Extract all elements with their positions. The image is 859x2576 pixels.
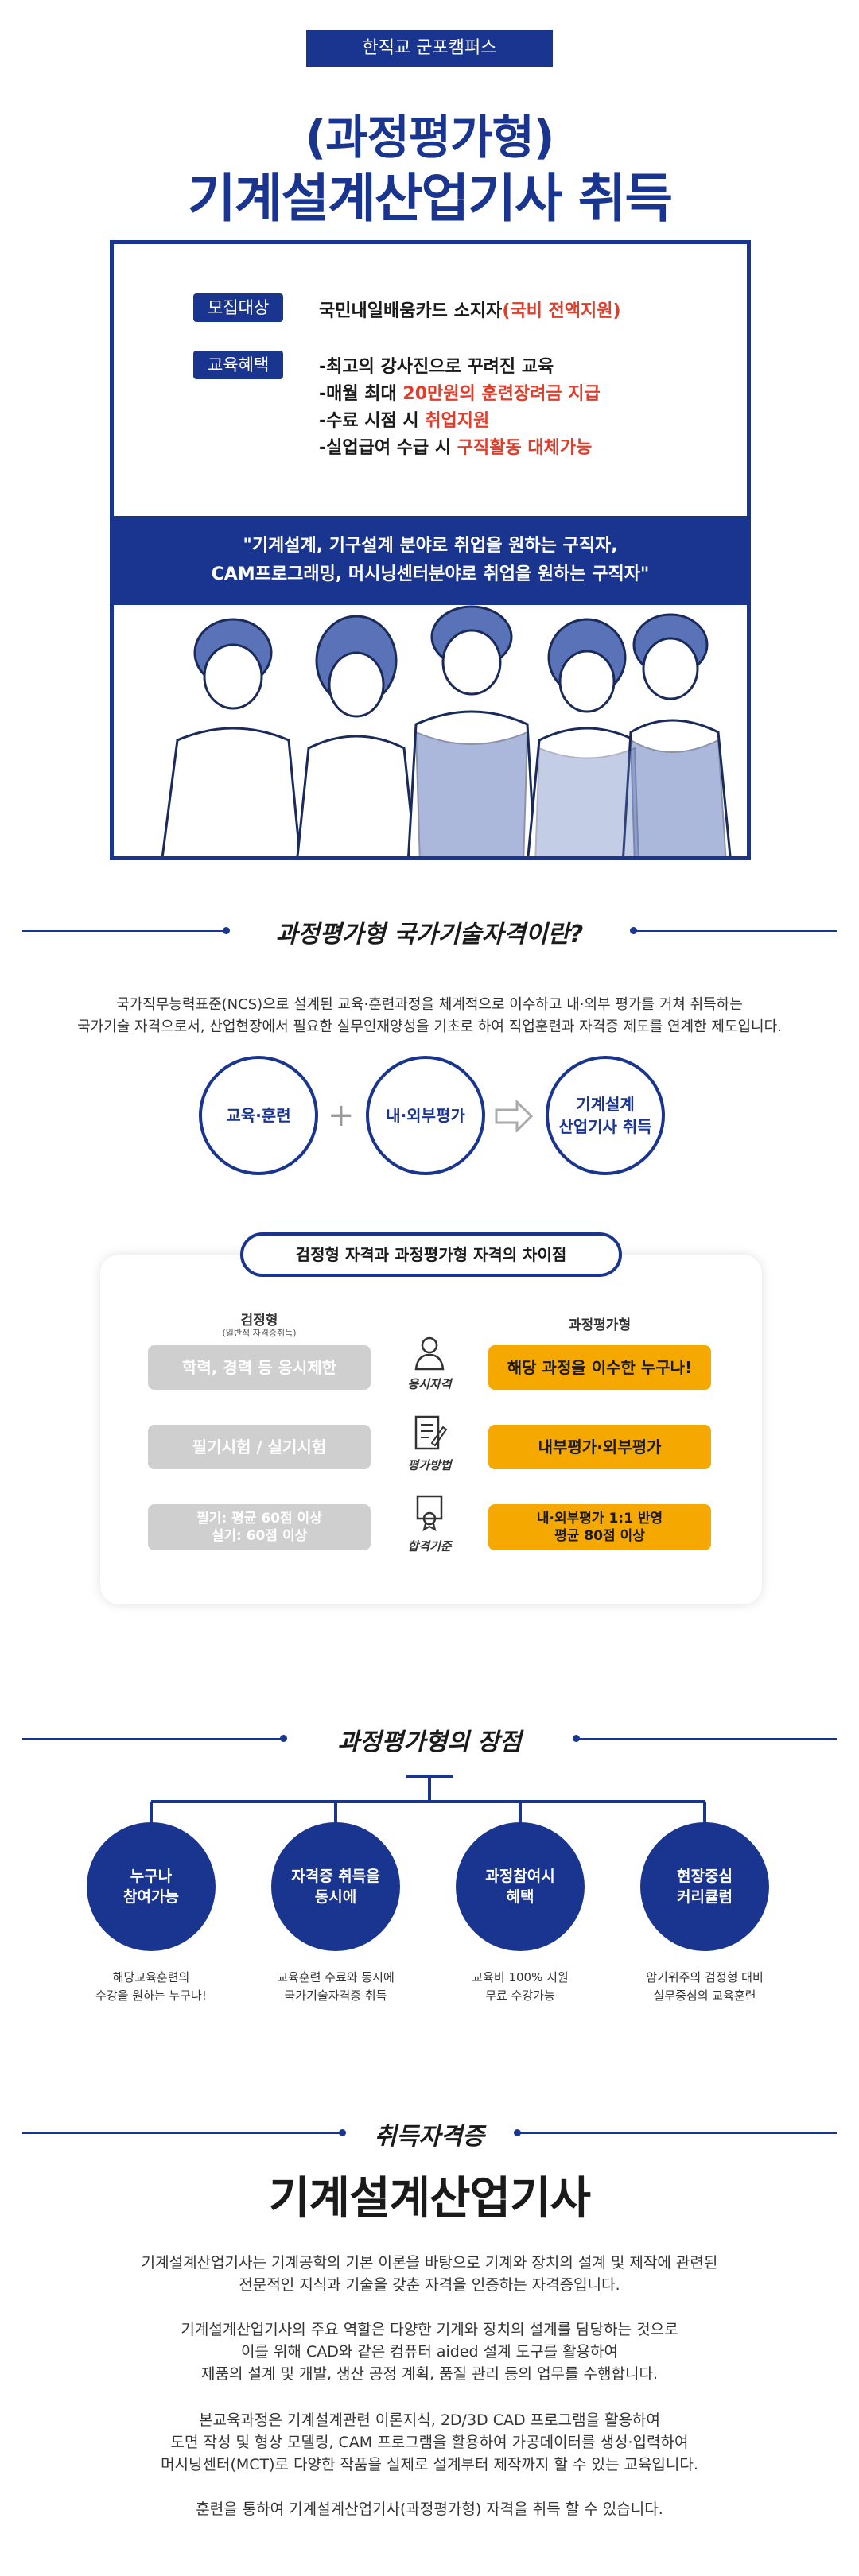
- students-illustration: [161, 605, 732, 856]
- band-line2: CAM프로그래밍, 머시닝센터분야로 취업을 원하는 구직자": [211, 564, 650, 584]
- certificate-paragraph: 기계설계산업기사의 주요 역할은 다양한 기계와 장치의 설계를 담당하는 것으…: [181, 2321, 678, 2383]
- page-title-line2: 기계설계산업기사 취득: [187, 168, 673, 229]
- benefit-highlight: 취업지원: [425, 411, 490, 431]
- flow-step-education: 교육·훈련: [199, 1056, 318, 1175]
- advantage-circle: 현장중심 커리큘럼: [640, 1822, 769, 1951]
- benefit-item: -수료 시점 시 취업지원: [319, 406, 489, 432]
- section-title-advantages: 과정평가형의 장점: [337, 1728, 522, 1756]
- benefit-item: -매월 최대 20만원의 훈련장려금 지급: [319, 379, 601, 405]
- advantage-desc: 해당교육훈련의 수강을 원하는 누구나!: [95, 1970, 207, 2003]
- target-highlight: (국비 전액지원): [502, 301, 621, 321]
- certificate-icon: [416, 1495, 443, 1531]
- compare-row-label: 평가방법: [407, 1458, 452, 1472]
- page-title-line1: (과정평가형): [305, 111, 555, 165]
- compare-row-label: 응시자격: [407, 1377, 452, 1391]
- benefit-text: -최고의 강사진으로 꾸려진 교육: [319, 357, 554, 377]
- compare-left-cell: 학력, 경력 등 응시제한: [148, 1345, 371, 1390]
- certificate-paragraph: 본교육과정은 기계설계관련 이론지식, 2D/3D CAD 프로그램을 활용하여…: [161, 2411, 698, 2473]
- certificate-paragraph: 훈련을 통하여 기계설계산업기사(과정평가형) 자격을 취득 할 수 있습니다.: [196, 2500, 663, 2518]
- document-pen-icon: [414, 1415, 448, 1450]
- compare-right-cell: 내·외부평가 1:1 반영 평균 80점 이상: [488, 1504, 711, 1550]
- certificate-name: 기계설계산업기사: [268, 2173, 591, 2225]
- section-divider-left: [22, 930, 227, 932]
- benefit-label: 교육혜택: [193, 351, 284, 379]
- target-label: 모집대상: [193, 293, 284, 322]
- advantage-circle: 과정참여시 혜택: [456, 1822, 585, 1951]
- flow-step-evaluation: 내·외부평가: [366, 1056, 485, 1175]
- section1-description: 국가직무능력표준(NCS)으로 설계된 교육·훈련과정을 체계적으로 이수하고 …: [16, 994, 843, 1038]
- benefit-text: -실업급여 수급 시: [319, 438, 457, 458]
- target-audience-band: "기계설계, 기구설계 분야로 취업을 원하는 구직자, CAM프로그래밍, 머…: [114, 516, 747, 605]
- benefit-text: -수료 시점 시: [319, 411, 426, 431]
- target-text-main: 국민내일배움카드 소지자: [319, 301, 503, 321]
- section-divider-right: [577, 1738, 837, 1740]
- band-line1: "기계설계, 기구설계 분야로 취업을 원하는 구직자,: [243, 536, 618, 556]
- section-divider-dot: [573, 1735, 580, 1742]
- section-divider-right: [635, 930, 837, 932]
- compare-left-cell: 필기시험 / 실기시험: [148, 1425, 371, 1469]
- section-divider-dot: [339, 2129, 346, 2136]
- arrow-right-icon: [495, 1100, 533, 1132]
- compare-right-cell: 해당 과정을 이수한 누구나!: [488, 1345, 711, 1390]
- benefit-highlight: 20만원의 훈련장려금 지급: [402, 384, 601, 404]
- certificate-paragraph: 기계설계산업기사는 기계공학의 기본 이론을 바탕으로 기계와 장치의 설계 및…: [141, 2254, 718, 2294]
- desc-line: 국가직무능력표준(NCS)으로 설계된 교육·훈련과정을 체계적으로 이수하고 …: [116, 996, 743, 1013]
- section-divider-left: [22, 1738, 285, 1740]
- flow-step-certificate: 기계설계 산업기사 취득: [546, 1056, 665, 1175]
- section-divider-right: [519, 2132, 837, 2134]
- target-text: 국민내일배움카드 소지자(국비 전액지원): [319, 297, 621, 322]
- section-title-qualification: 과정평가형 국가기술자격이란?: [275, 921, 584, 949]
- benefit-text: -매월 최대: [319, 384, 403, 404]
- user-icon: [414, 1336, 445, 1371]
- info-box: 모집대상 국민내일배움카드 소지자(국비 전액지원) 교육혜택 -최고의 강사진…: [110, 240, 751, 860]
- section-divider-dot: [280, 1735, 287, 1742]
- benefit-item: -실업급여 수급 시 구직활동 대체가능: [319, 433, 592, 459]
- desc-line: 국가기술 자격으로서, 산업현장에서 필요한 실무인재양성을 기초로 하여 직업…: [77, 1018, 782, 1035]
- section-title-certificate: 취득자격증: [375, 2123, 484, 2151]
- compare-row-label: 합격기준: [407, 1539, 452, 1554]
- plus-icon: +: [328, 1097, 355, 1134]
- benefit-highlight: 구직활동 대체가능: [457, 438, 593, 458]
- benefit-item: -최고의 강사진으로 꾸려진 교육: [319, 352, 554, 378]
- comparison-title: 검정형 자격과 과정평가형 자격의 차이점: [240, 1232, 622, 1277]
- compare-left-cell: 필기: 평균 60점 이상 실기: 60점 이상: [148, 1504, 371, 1550]
- right-column-head: 과정평가형: [568, 1317, 632, 1333]
- section-divider-dot: [223, 927, 230, 934]
- section-divider-dot: [514, 2129, 521, 2136]
- advantage-circle: 누구나 참여가능: [87, 1822, 216, 1951]
- advantage-desc: 암기위주의 검정형 대비 실무중심의 교육훈련: [646, 1970, 764, 2003]
- section-divider-left: [22, 2132, 342, 2134]
- compare-right-cell: 내부평가·외부평가: [488, 1425, 711, 1469]
- advantage-desc: 교육훈련 수료와 동시에 국가기술자격증 취득: [277, 1970, 395, 2003]
- campus-badge: 한직교 군포캠퍼스: [306, 30, 553, 67]
- section-divider-dot: [630, 927, 637, 934]
- advantages-connector: [150, 1775, 706, 1824]
- left-column-sub: (일반적 자격증취득): [222, 1328, 297, 1338]
- left-column-head: 검정형: [240, 1313, 278, 1329]
- advantage-circle: 자격증 취득을 동시에: [271, 1822, 400, 1951]
- advantage-desc: 교육비 100% 지원 무료 수강가능: [472, 1970, 569, 2003]
